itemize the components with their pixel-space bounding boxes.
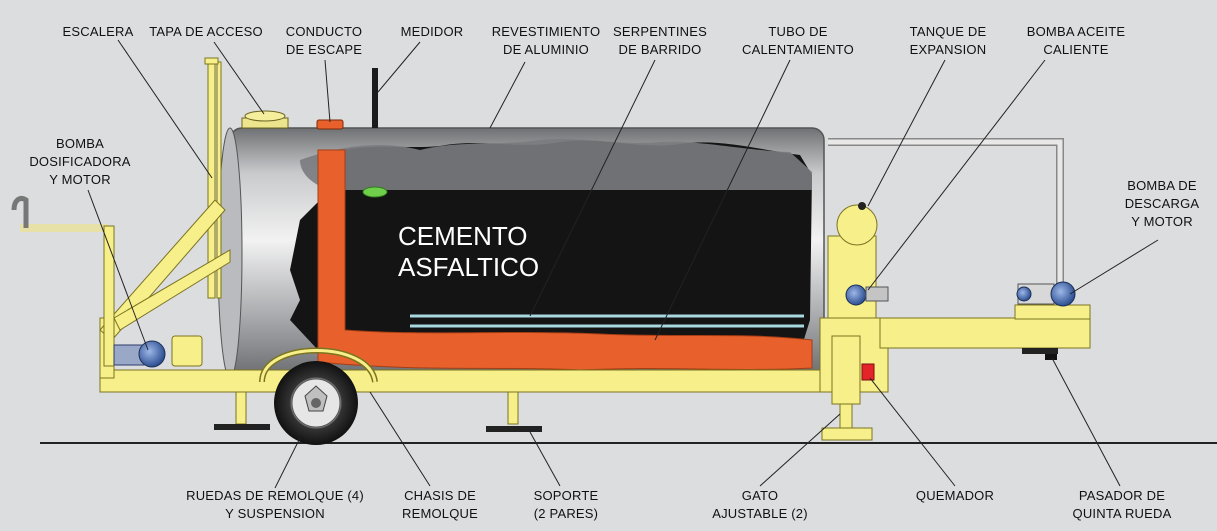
label-bomba-aceite-1: BOMBA ACEITE (1027, 24, 1126, 39)
ladder (204, 57, 222, 299)
discharge-pump (1016, 281, 1076, 307)
label-descarga-2: DESCARGA (1125, 196, 1200, 211)
label-tubo-2: CALENTAMIENTO (742, 42, 854, 57)
label-chasis-2: REMOLQUE (402, 506, 478, 521)
asphalt-vapor (300, 139, 812, 190)
access-hatch (241, 110, 289, 129)
asphalt-cement (318, 140, 812, 367)
leader-lines (87, 39, 1159, 489)
fifth-wheel-pin (1022, 348, 1058, 354)
fender-inner (260, 349, 377, 383)
label-descarga-3: Y MOTOR (1131, 214, 1193, 229)
tank-text-line1: CEMENTO (398, 221, 528, 251)
label-tapa-acceso: TAPA DE ACCESO (149, 24, 263, 39)
label-dosificadora-3: Y MOTOR (49, 172, 111, 187)
label-pasador-1: PASADOR DE (1079, 488, 1165, 503)
label-ruedas-2: Y SUSPENSION (225, 506, 325, 521)
label-pasador-2: QUINTA RUEDA (1073, 506, 1172, 521)
label-tubo-1: TUBO DE (768, 24, 827, 39)
label-revestimiento-1: REVESTIMIENTO (492, 24, 601, 39)
label-conducto-2: DE ESCAPE (286, 42, 362, 57)
label-chasis-1: CHASIS DE (404, 488, 476, 503)
label-medidor: MEDIDOR (401, 24, 464, 39)
label-soporte-1: SOPORTE (534, 488, 599, 503)
label-revestimiento-2: DE ALUMINIO (503, 42, 589, 57)
label-escalera: ESCALERA (63, 24, 134, 39)
label-quemador: QUEMADOR (916, 488, 994, 503)
metering-pump (11, 195, 203, 368)
level-meter-rod (372, 68, 378, 128)
trailer-wheel (274, 361, 358, 445)
expansion-tank (827, 202, 878, 319)
label-bomba-aceite-2: CALIENTE (1043, 42, 1108, 57)
burner (861, 363, 875, 381)
label-conducto-1: CONDUCTO (286, 24, 362, 39)
fifth-wheel-pin-stub (1045, 354, 1057, 360)
label-dosificadora-2: DOSIFICADORA (29, 154, 130, 169)
meter-float (362, 186, 388, 198)
label-dosificadora-1: BOMBA (56, 136, 104, 151)
heating-tube (317, 149, 813, 371)
label-gato-2: AJUSTABLE (2) (712, 506, 808, 521)
label-serpentines-2: DE BARRIDO (619, 42, 702, 57)
label-serpentines-1: SERPENTINES (613, 24, 707, 39)
label-tanque-1: TANQUE DE (910, 24, 987, 39)
label-ruedas-1: RUEDAS DE REMOLQUE (4) (186, 488, 364, 503)
sweep-coils (410, 314, 804, 328)
tank-text-line2: ASFALTICO (398, 252, 539, 282)
label-gato-1: GATO (742, 488, 778, 503)
labels: ESCALERA TAPA DE ACCESO CONDUCTO DE ESCA… (29, 24, 1199, 521)
label-soporte-2: (2 PARES) (534, 506, 598, 521)
adjustable-jack (821, 335, 873, 441)
hot-oil-pump (845, 284, 889, 306)
label-descarga-1: BOMBA DE (1127, 178, 1197, 193)
supports (214, 391, 542, 432)
label-tanque-2: EXPANSION (910, 42, 987, 57)
